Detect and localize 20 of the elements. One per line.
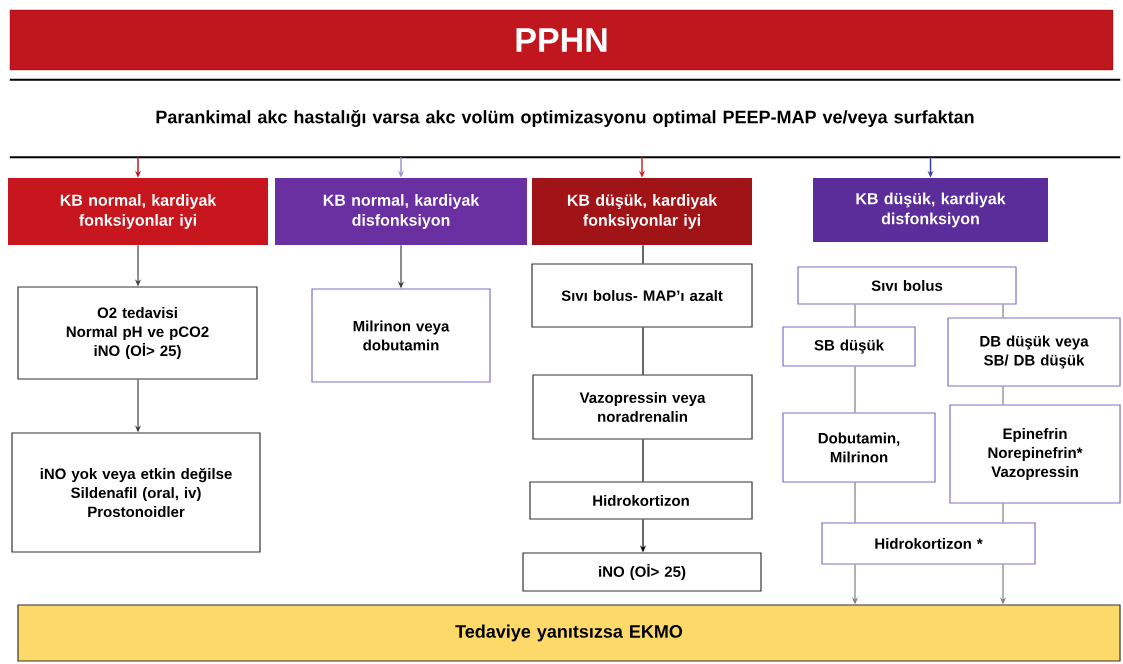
treatment-box: iNO (Oİ> 25): [522, 552, 762, 592]
category-box: KB normal, kardiyak fonksiyonlar iyi: [8, 178, 268, 245]
treatment-box: Dobutamin, Milrinon: [782, 412, 936, 483]
treatment-box: Sıvı bolus: [797, 266, 1017, 305]
treatment-box: iNO yok veya etkin değilse Sildenafil (oral, iv) Prostonoidler: [11, 432, 261, 553]
treatment-box: Epinefrin Norepinefrin* Vazopressin: [949, 404, 1121, 504]
treatment-box: Milrinon veya dobutamin: [311, 288, 491, 383]
treatment-box: Vazopressin veya noradrenalin: [532, 374, 753, 440]
condition-box: SB düşük: [782, 326, 916, 367]
category-box: KB normal, kardiyak disfonksiyon: [275, 178, 527, 245]
treatment-box: O2 tedavisi Normal pH ve pCO2 iNO (Oİ> 25): [17, 286, 258, 380]
treatment-box: Sıvı bolus- MAP’ı azalt: [531, 263, 753, 328]
category-box: KB düşük, kardiyak disfonksiyon: [813, 178, 1048, 242]
outcome-band: Tedaviye yanıtsızsa EKMO: [17, 604, 1121, 662]
treatment-box: Hidrokortizon: [529, 481, 753, 520]
heading-band: Parankimal akc hastalığı varsa akc volüm optimizasyonu optimal PEEP-MAP ve/veya surfaktan: [8, 78, 1122, 159]
title-banner: PPHN: [9, 9, 1114, 71]
category-box: KB düşük, kardiyak fonksiyonlar iyi: [532, 178, 752, 245]
condition-box: DB düşük veya SB/ DB düşük: [947, 317, 1121, 387]
treatment-box: Hidrokortizon *: [821, 522, 1036, 565]
